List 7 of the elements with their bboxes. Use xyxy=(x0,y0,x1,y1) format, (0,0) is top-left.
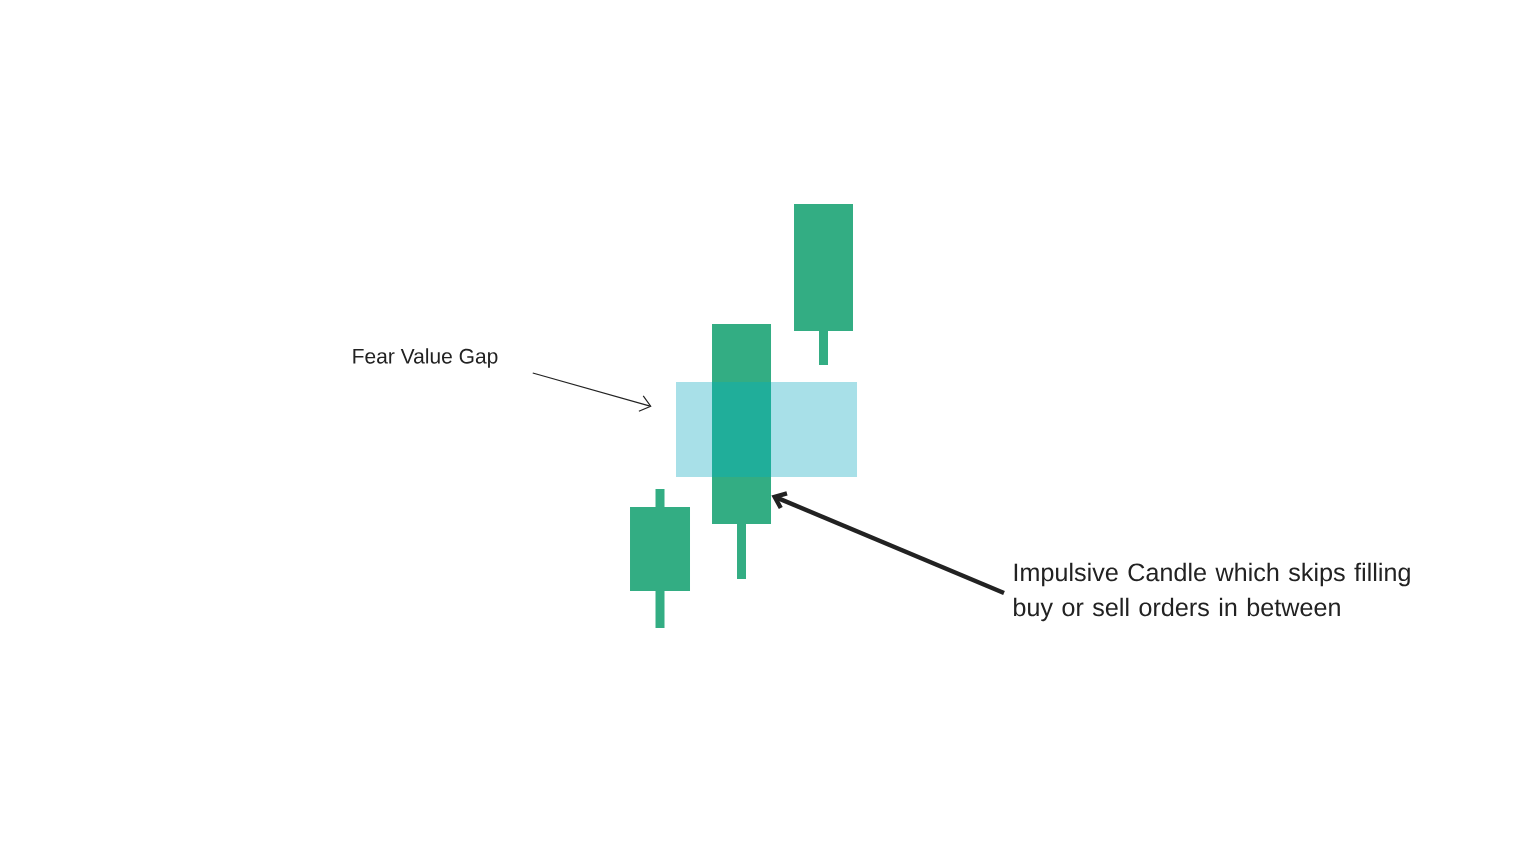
candlestick xyxy=(630,489,690,628)
arrow xyxy=(771,491,1005,596)
annotation-label: Fear Value Gap xyxy=(353,348,498,368)
gap-zone xyxy=(676,382,857,477)
arrow xyxy=(532,372,652,412)
candlestick xyxy=(794,204,853,365)
annotation-text: Impulsive Candle which skips filling buy or sell orders in between xyxy=(1014,562,1410,622)
